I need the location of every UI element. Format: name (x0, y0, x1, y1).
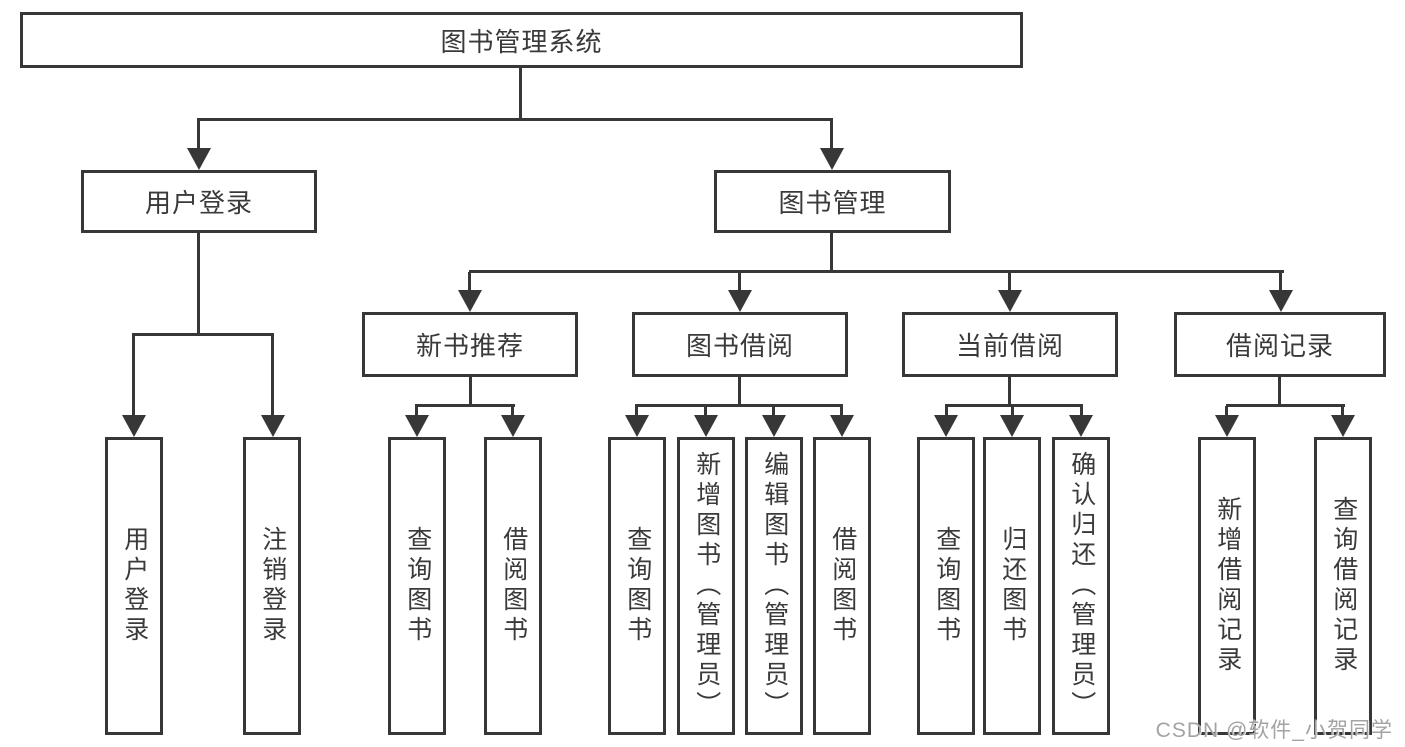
arrow-down-icon (934, 415, 958, 437)
leaf-label: 借阅图书 (499, 526, 528, 646)
connector-line (469, 270, 1284, 273)
leaf-edit-books-admin: 编辑图书（管理员） (745, 437, 803, 735)
arrow-down-icon (405, 415, 429, 437)
leaf-logout: 注销登录 (243, 437, 301, 735)
leaf-search-books-borrowing: 查询图书 (608, 437, 666, 735)
leaf-label: 编辑图书（管理员） (760, 451, 789, 721)
connector-line (945, 404, 1083, 407)
connector-line (1225, 406, 1228, 417)
leaf-user-login: 用户登录 (105, 437, 163, 735)
connector-line (469, 375, 472, 406)
connector-line (132, 333, 274, 336)
leaf-add-books-admin: 新增图书（管理员） (677, 437, 735, 735)
node-root: 图书管理系统 (20, 12, 1023, 68)
leaf-label: 查询图书 (623, 526, 652, 646)
connector-line (840, 406, 843, 417)
arrow-down-icon (625, 415, 649, 437)
connector-line (1008, 272, 1011, 292)
arrow-down-icon (187, 148, 211, 170)
node-new-books: 新书推荐 (362, 312, 578, 377)
connector-line (738, 375, 741, 406)
watermark: CSDN @软件_小贺同学 (1155, 719, 1393, 742)
node-user-login-label: 用户登录 (144, 188, 253, 218)
arrow-down-icon (998, 290, 1022, 312)
connector-line (468, 272, 471, 292)
leaf-add-borrow-record: 新增借阅记录 (1198, 437, 1256, 735)
connector-line (945, 406, 948, 417)
connector-line (704, 406, 707, 417)
leaf-label: 查询借阅记录 (1329, 496, 1358, 676)
connector-line (271, 335, 274, 415)
node-new-books-label: 新书推荐 (415, 331, 524, 361)
leaf-return-books: 归还图书 (983, 437, 1041, 735)
leaf-borrow-books-newbooks: 借阅图书 (484, 437, 542, 735)
arrow-down-icon (1069, 415, 1093, 437)
connector-line (197, 120, 200, 148)
leaf-label: 归还图书 (998, 526, 1027, 646)
leaf-label: 用户登录 (120, 526, 149, 646)
leaf-search-books-newbooks: 查询图书 (388, 437, 446, 735)
arrow-down-icon (458, 290, 482, 312)
connector-line (830, 120, 833, 148)
arrow-down-icon (820, 148, 844, 170)
node-current-borrowing: 当前借阅 (902, 312, 1118, 377)
connector-line (738, 272, 741, 292)
connector-line (1011, 406, 1014, 417)
connector-line (415, 404, 515, 407)
connector-line (197, 118, 833, 121)
connector-line (772, 406, 775, 417)
leaf-label: 查询图书 (403, 526, 432, 646)
arrow-down-icon (501, 415, 525, 437)
connector-line (511, 406, 514, 417)
connector-line (415, 406, 418, 417)
node-borrowing-records: 借阅记录 (1174, 312, 1386, 377)
connector-line (197, 231, 200, 335)
node-book-borrowing-label: 图书借阅 (685, 331, 794, 361)
leaf-confirm-return-admin: 确认归还（管理员） (1052, 437, 1110, 735)
connector-line (635, 406, 638, 417)
connector-line (1080, 406, 1083, 417)
arrow-down-icon (122, 415, 146, 437)
leaf-label: 借阅图书 (828, 526, 857, 646)
leaf-search-books-current: 查询图书 (917, 437, 975, 735)
arrow-down-icon (1215, 415, 1239, 437)
node-book-management: 图书管理 (714, 170, 951, 233)
arrow-down-icon (1331, 415, 1355, 437)
leaf-label: 注销登录 (258, 526, 287, 646)
connector-line (1279, 272, 1282, 292)
connector-line (1226, 404, 1345, 407)
arrow-down-icon (261, 415, 285, 437)
connector-line (1341, 406, 1344, 417)
connector-line (519, 67, 522, 119)
connector-line (1008, 375, 1011, 406)
node-root-label: 图书管理系统 (440, 26, 603, 57)
node-current-borrowing-label: 当前借阅 (955, 331, 1064, 361)
arrow-down-icon (1000, 415, 1024, 437)
leaf-label: 查询图书 (932, 526, 961, 646)
leaf-label: 新增借阅记录 (1213, 496, 1242, 676)
arrow-down-icon (1269, 290, 1293, 312)
connector-line (635, 404, 843, 407)
arrow-down-icon (762, 415, 786, 437)
node-book-borrowing: 图书借阅 (632, 312, 848, 377)
node-book-management-label: 图书管理 (778, 188, 887, 218)
leaf-label: 新增图书（管理员） (692, 451, 721, 721)
arrow-down-icon (728, 290, 752, 312)
leaf-borrow-books-borrowing: 借阅图书 (813, 437, 871, 735)
connector-line (1278, 375, 1281, 406)
node-user-login: 用户登录 (81, 170, 317, 233)
connector-line (830, 231, 833, 273)
leaf-search-borrow-record: 查询借阅记录 (1314, 437, 1372, 735)
arrow-down-icon (694, 415, 718, 437)
leaf-label: 确认归还（管理员） (1067, 451, 1096, 721)
node-borrowing-records-label: 借阅记录 (1225, 331, 1334, 361)
arrow-down-icon (830, 415, 854, 437)
connector-line (132, 335, 135, 415)
